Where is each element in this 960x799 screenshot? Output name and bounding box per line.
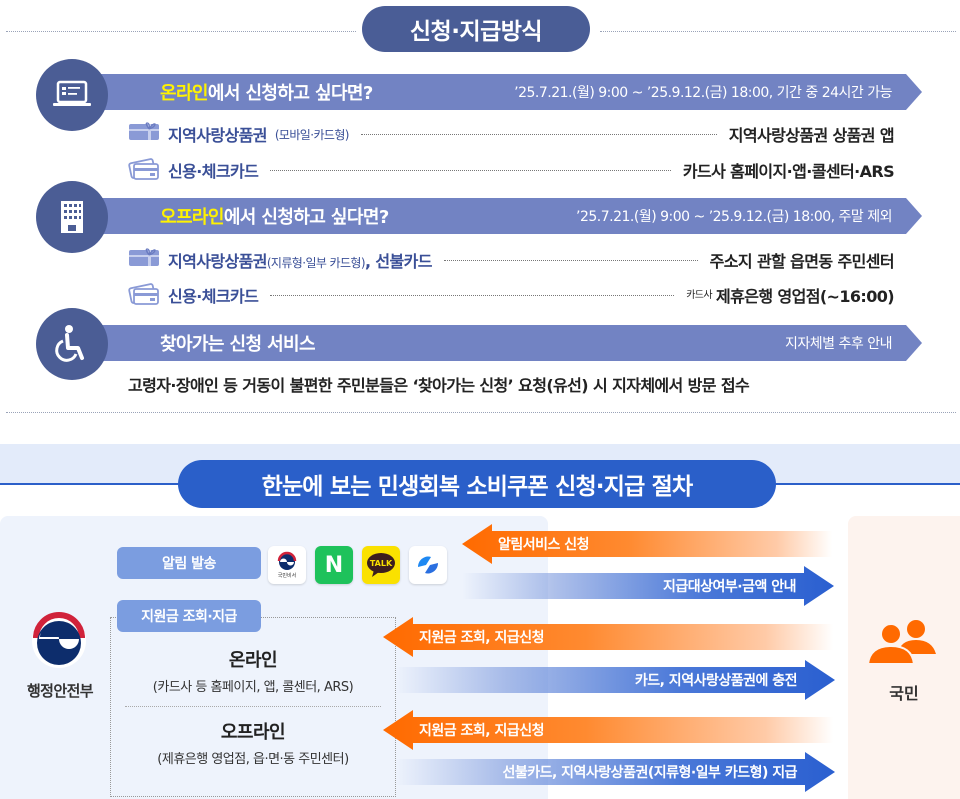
credit-cards-icon	[128, 281, 160, 309]
offline-gift-dest: 주소지 관할 읍면동 주민센터	[709, 252, 895, 271]
building-icon	[36, 181, 108, 253]
wheelchair-icon	[36, 308, 108, 380]
gukmin-biseo-icon[interactable]: 국민비서	[268, 546, 306, 584]
citizen-name: 국민	[889, 684, 919, 703]
online-row-card: 신용·체크카드 카드사 홈페이지·앱·콜센터·ARS	[128, 156, 895, 184]
online-title: 온라인에서 신청하고 싶다면?	[160, 83, 373, 104]
gov-name: 행정안전부	[26, 682, 94, 700]
leader-dots	[443, 259, 698, 261]
kakaotalk-icon[interactable]: TALK	[362, 546, 400, 584]
process-title: 한눈에 보는 민생회복 소비쿠폰 신청·지급 절차	[178, 460, 776, 508]
visit-title: 찾아가는 신청 서비스	[160, 334, 315, 355]
leader-dots	[360, 133, 717, 135]
gov-emblem-icon	[30, 612, 88, 670]
toss-icon[interactable]	[409, 546, 447, 584]
offline-row-gift: 지역사랑상품권(지류형·일부 카드형), 선불카드 주소지 관할 읍면동 주민센…	[128, 248, 895, 272]
online-band: 온라인에서 신청하고 싶다면? ’25.7.21.(월) 9:00 ~ ’25.…	[70, 74, 922, 110]
notice-tag: 알림 발송	[117, 547, 261, 579]
offline-band: 오프라인에서 신청하고 싶다면? ’25.7.21.(월) 9:00 ~ ’25…	[70, 198, 922, 234]
section-title: 신청·지급방식	[362, 6, 590, 52]
visit-note: 지자체별 추후 안내	[785, 336, 892, 352]
laptop-icon	[36, 59, 108, 131]
online-row-gift: 지역사랑상품권(모바일·카드형) 지역사랑상품권 상품권 앱	[128, 122, 895, 146]
method-offline: 오프라인 (제휴은행 영업점, 읍·면·동 주민센터)	[157, 722, 349, 767]
svg-text:국민비서: 국민비서	[278, 572, 296, 579]
method-online: 온라인 (카드사 등 홈페이지, 앱, 콜센터, ARS)	[152, 650, 354, 695]
leader-dots	[270, 294, 675, 296]
leader-dots	[270, 169, 671, 171]
divider-left	[6, 31, 356, 32]
visit-band: 찾아가는 신청 서비스 지자체별 추후 안내	[70, 325, 922, 361]
methods-box: 온라인 (카드사 등 홈페이지, 앱, 콜센터, ARS) 오프라인 (제휴은행…	[110, 617, 396, 797]
svg-text:TALK: TALK	[370, 559, 393, 568]
gift-card-icon	[128, 248, 160, 272]
visit-description: 고령자·장애인 등 거동이 불편한 주민분들은 ‘찾아가는 신청’ 요청(유선)…	[128, 376, 750, 395]
offline-period: ’25.7.21.(월) 9:00 ~ ’25.9.12.(금) 18:00, …	[576, 209, 892, 225]
people-icon	[864, 618, 944, 668]
credit-cards-icon	[128, 156, 160, 184]
support-tag: 지원금 조회·지급	[117, 600, 261, 632]
divider-right	[600, 31, 956, 32]
online-period: ’25.7.21.(월) 9:00 ~ ’25.9.12.(금) 18:00, …	[514, 85, 892, 101]
methods-divider	[125, 706, 381, 707]
gift-card-icon	[128, 122, 160, 146]
section-divider	[6, 412, 956, 413]
online-card-dest: 카드사 홈페이지·앱·콜센터·ARS	[682, 162, 895, 181]
online-gift-dest: 지역사랑상품권 상품권 앱	[728, 126, 895, 145]
offline-title: 오프라인에서 신청하고 싶다면?	[160, 207, 389, 228]
naver-icon[interactable]: N	[315, 546, 353, 584]
